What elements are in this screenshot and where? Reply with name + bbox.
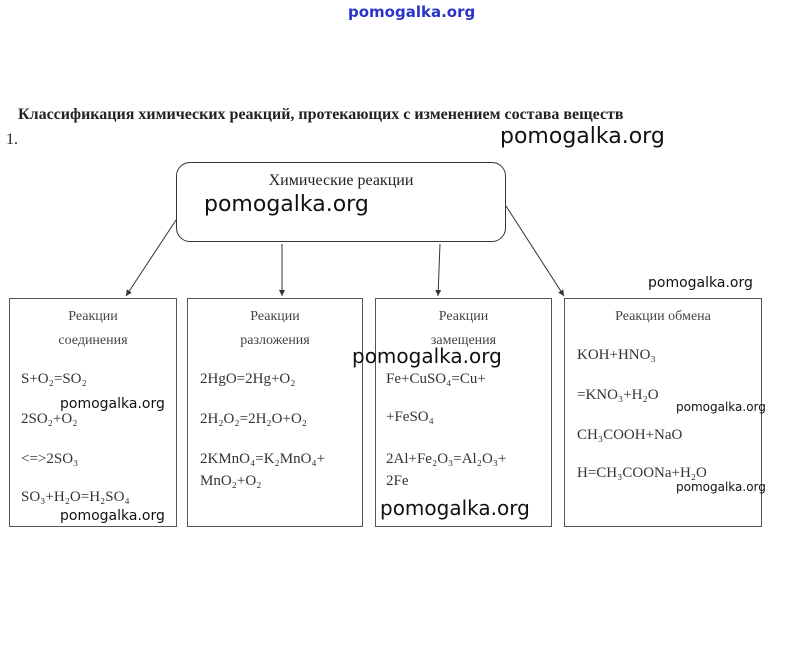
watermark: pomogalka.org [60,508,165,524]
category-decomposition-box: Реакции разложения 2HgO=2Hg+O₂ 2H₂O₂=2H₂… [187,298,363,527]
reaction-line: 2SO₂+O₂ [21,411,78,427]
reaction-line: =KNO₃+H₂O [577,387,659,403]
arrow-to-substitution [435,243,442,297]
arrow-to-compound [125,219,177,297]
watermark: pomogalka.org [380,496,530,520]
reaction-line: 2Fe [386,473,409,489]
category-title: Реакции [438,309,489,324]
category-substitution-box: Реакции замещения Fe+CuSO₄=Cu+ +FeSO₄ 2A… [375,298,552,527]
category-title: разложения [240,333,310,348]
watermark: pomogalka.org [60,396,165,412]
root-node-label: Химические реакции [268,172,414,189]
category-title: соединения [58,333,128,348]
category-compound-box: Реакции соединения S+O₂=SO₂ 2SO₂+O₂ <=>2… [9,298,177,527]
reaction-line: +FeSO₄ [386,409,434,425]
category-title: Реакции [250,309,300,324]
category-title: Реакции обмена [615,309,711,324]
root-node-box [176,162,506,242]
reaction-line: S+O₂=SO₂ [21,371,87,387]
reaction-line: MnO₂+O₂ [200,473,262,489]
reaction-line: 2HgO=2Hg+O₂ [200,371,296,387]
reaction-line: KOH+HNO₃ [577,347,656,363]
reaction-line: SO₃+H₂O=H₂SO₄ [21,489,130,505]
category-title: замещения [430,333,497,348]
page-title: Классификация химических реакций, протек… [18,106,624,123]
reaction-line: 2H₂O₂=2H₂O+O₂ [200,411,307,427]
watermark: pomogalka.org [352,344,502,368]
category-title: Реакции [68,309,118,324]
reaction-line: 2KMnO₄=K₂MnO₄+ [200,451,326,467]
watermark: pomogalka.org [648,275,753,291]
watermark-top: pomogalka.org [348,3,476,21]
reaction-line: CH₃COOH+NaO [577,427,683,443]
item-number: 1. [6,131,18,148]
watermark: pomogalka.org [676,480,766,494]
watermark: pomogalka.org [676,400,766,414]
arrow-to-exchange [505,205,565,297]
category-exchange-box: Реакции обмена KOH+HNO₃ =KNO₃+H₂O CH₃COO… [564,298,762,527]
watermark: pomogalka.org [204,192,369,217]
reaction-line: <=>2SO₃ [21,451,79,467]
reaction-line: H=CH₃COONa+H₂O [577,465,707,481]
reaction-line: Fe+CuSO₄=Cu+ [386,371,486,387]
watermark: pomogalka.org [500,124,665,149]
reaction-line: 2Al+Fe₂O₃=Al₂O₃+ [386,451,507,467]
